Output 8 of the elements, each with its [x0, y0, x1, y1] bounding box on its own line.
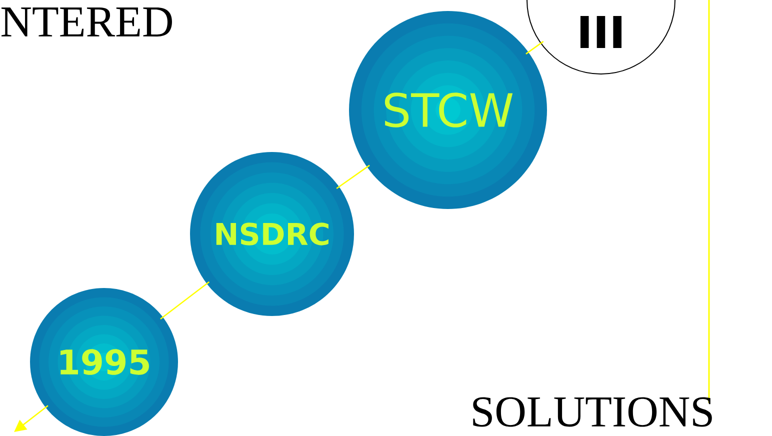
sphere-node: STCW — [349, 11, 547, 209]
sphere-node: NSDRC — [190, 152, 354, 316]
connector-line — [160, 281, 210, 320]
sphere-node: 1995 — [30, 288, 178, 436]
heading-text: NTERED — [1, 8, 172, 36]
heading-text: SOLUTIONS — [473, 397, 712, 427]
connector-line — [336, 164, 370, 190]
connector-line — [526, 40, 544, 54]
